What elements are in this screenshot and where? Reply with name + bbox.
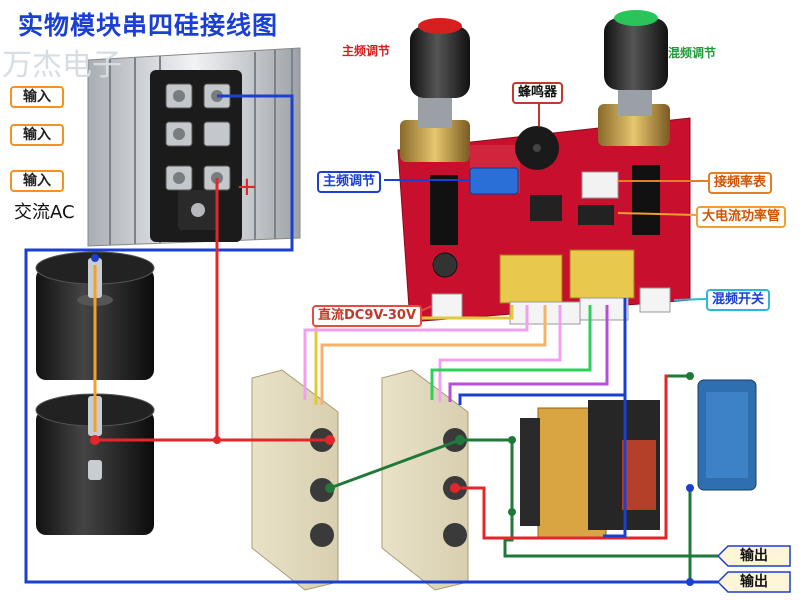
output-arrow-1 [716, 545, 791, 567]
output-label-1: 输出 [740, 548, 768, 564]
transformer [520, 400, 660, 539]
callout-lines [384, 104, 708, 314]
main-freq-adjust-label: 主频调节 [317, 171, 382, 193]
main-freq-potentiometer [400, 18, 470, 162]
plus-sign: + [236, 172, 258, 202]
control-pcb [397, 117, 691, 325]
mix-switch-label: 混频开关 [706, 289, 771, 311]
freq-meter-label: 接频率表 [708, 172, 773, 194]
input-label-2: 输入 [10, 124, 64, 146]
wires [24, 94, 718, 584]
mix-freq-title-label: 混频调节 [668, 46, 717, 60]
power-tube-label: 大电流功率管 [696, 206, 787, 228]
buzzer [515, 126, 559, 170]
watermark: 万杰电子 [2, 48, 122, 83]
igbt-module-right [381, 369, 469, 591]
connector-dots [90, 254, 694, 586]
buzzer-label: 蜂鸣器 [512, 82, 564, 104]
igbt-module-left [251, 369, 339, 591]
input-label-3: 输入 [10, 170, 64, 192]
output-arrow-2 [716, 571, 791, 593]
mix-freq-potentiometer [598, 10, 670, 146]
diagram-title: 实物模块串四硅接线图 [18, 11, 279, 40]
resonant-capacitor [697, 379, 757, 491]
input-label-1: 输入 [10, 86, 64, 108]
bridge-rectifier [150, 70, 242, 242]
ac-label: 交流AC [14, 202, 75, 223]
main-freq-title-label: 主频调节 [342, 44, 391, 58]
output-label-2: 输出 [740, 574, 768, 590]
dc-supply-label: 直流DC9V-30V [312, 305, 423, 327]
